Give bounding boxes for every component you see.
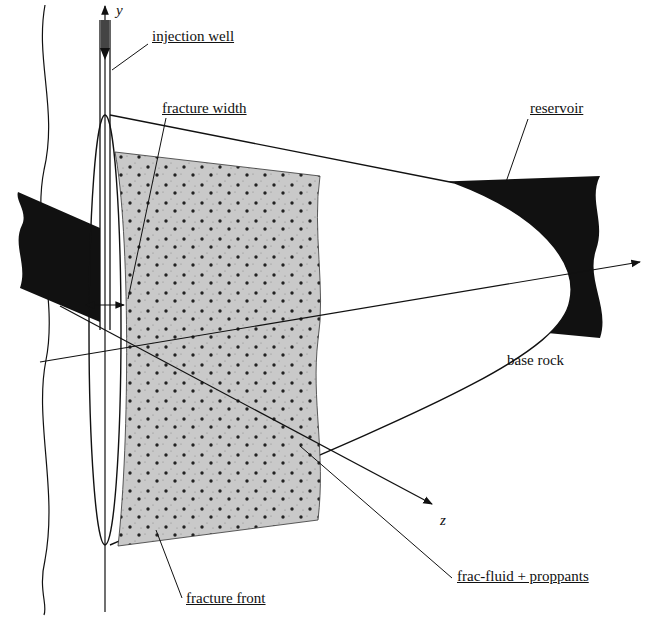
part-label: frac-fluid + proppants [455,568,591,585]
fracture-front [110,115,571,545]
leader-line [300,446,452,578]
leader-line [112,44,148,70]
axis-label: z [438,512,448,529]
cut-line [41,5,49,615]
z-axis [60,306,432,504]
part-label: fracture width [160,100,249,117]
leader-line [506,119,528,182]
part-label: fracture front [184,590,268,607]
part-label: base rock [505,352,566,369]
leader-line [128,118,166,299]
leader-line [156,530,182,598]
y-axis [104,6,105,612]
reservoir-band [18,192,100,322]
well-bore [101,20,109,50]
part-label: injection well [150,28,236,45]
fracture-body [110,115,571,545]
well-wall [109,20,110,330]
x-axis [40,262,640,362]
part-label: reservoir [528,100,585,117]
width-arrow [86,304,124,305]
axis-label: y [114,2,125,19]
proppant-region [115,152,321,546]
flow-arrow [100,48,110,60]
well-wall [99,20,100,330]
